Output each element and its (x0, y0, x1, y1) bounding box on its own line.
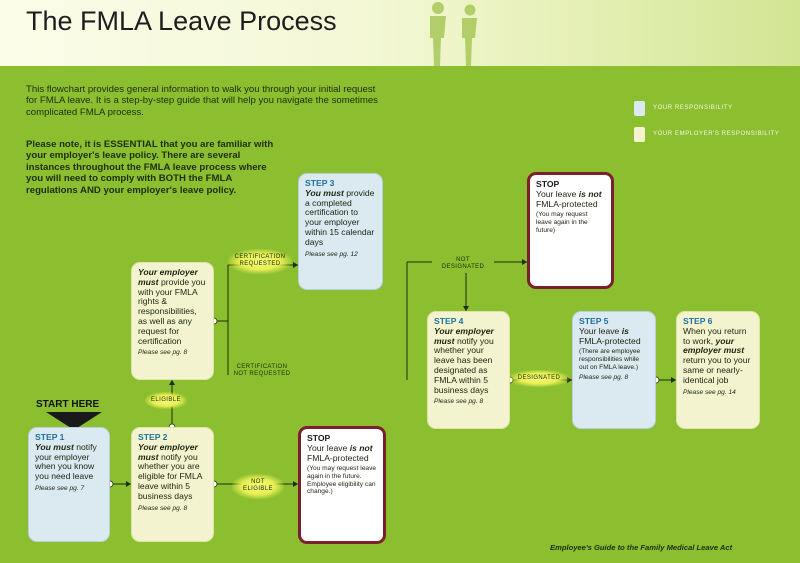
step-heading: STEP 5 (579, 316, 609, 326)
policy-note: Please note, it is ESSENTIAL that you ar… (26, 139, 274, 196)
stop-text: Your leave (307, 442, 348, 453)
legend-item-employer-responsibility: YOUR EMPLOYER'S RESPONSIBILITY (634, 126, 780, 142)
step-heading: STEP 1 (35, 432, 65, 442)
legend-swatch (634, 126, 645, 142)
label-certification-not-requested: CERTIFICATION NOT REQUESTED (232, 364, 292, 379)
step-4-box: STEP 4 Your employer must notify you whe… (427, 311, 510, 429)
header: The FMLA Leave Process (0, 0, 800, 66)
stop-note: (You may request leave again in the futu… (536, 211, 588, 234)
step-text: provide a completed certification to you… (305, 187, 375, 247)
intro-paragraph: This flowchart provides general informat… (26, 84, 378, 118)
stop-box-not-eligible: STOP Your leave is not FMLA-protected (Y… (298, 426, 386, 544)
legend-label: YOUR EMPLOYER'S RESPONSIBILITY (653, 131, 780, 137)
step-lead: You must (35, 441, 74, 452)
step-emphasis: is (621, 325, 629, 336)
step-lead: You must (305, 187, 344, 198)
footer-source: Employee's Guide to the Family Medical L… (550, 543, 733, 552)
step-heading: STEP 6 (683, 316, 713, 326)
page-reference: Please see pg. 8 (138, 349, 188, 357)
step-3-box: STEP 3 You must provide a completed cert… (298, 173, 383, 290)
start-here-label: START HERE (36, 399, 100, 410)
stop-text: FMLA-protected (307, 452, 369, 463)
step-text: notify you whether your leave has been d… (434, 335, 494, 395)
page-reference: Please see pg. 8 (434, 398, 484, 406)
page-reference: Please see pg. 8 (579, 374, 629, 382)
step-6-box: STEP 6 When you return to work, your emp… (676, 311, 760, 429)
page-reference: Please see pg. 8 (138, 504, 188, 512)
stop-emphasis: is not (578, 188, 602, 199)
page-title: The FMLA Leave Process (26, 6, 337, 36)
step-2-box: STEP 2 Your employer must notify you whe… (131, 427, 214, 542)
label-certification-requested: CERTIFICATION REQUESTED (228, 249, 292, 274)
stop-emphasis: is not (349, 442, 373, 453)
stop-heading: STOP (307, 433, 331, 443)
stop-note: (You may request leave again in the futu… (307, 465, 377, 496)
label-not-designated: NOT DESIGNATED (432, 256, 494, 273)
people-figures-icon (430, 2, 477, 66)
step-lead: your employer must (683, 335, 745, 356)
page-reference: Please see pg. 12 (305, 250, 358, 258)
start-arrow-icon (46, 412, 102, 430)
label-eligible: ELIGIBLE (145, 392, 187, 410)
step-lead: Your employer must (138, 267, 198, 287)
stop-text: Your leave (536, 188, 577, 199)
step-text: notify your employer when you know you n… (35, 441, 97, 482)
step-lead: Your employer must (138, 441, 198, 462)
stop-heading: STOP (536, 179, 560, 189)
step-text: Your leave (579, 325, 620, 336)
legend-item-your-responsibility: YOUR RESPONSIBILITY (634, 100, 733, 116)
employer-notice-box: Your employer must provide you with your… (131, 262, 214, 380)
step-text: When you return to work, (683, 325, 747, 346)
stop-text: FMLA-protected (536, 198, 598, 209)
step-text: provide you with your FMLA rights & resp… (138, 276, 206, 346)
step-text: return you to your same or nearly-identi… (683, 355, 751, 385)
page-reference: Please see pg. 7 (35, 484, 85, 492)
step-heading: STEP 3 (305, 178, 335, 188)
step-lead: Your employer must (434, 325, 494, 346)
step-5-box: STEP 5 Your leave is FMLA-protected (The… (572, 311, 656, 429)
step-heading: STEP 4 (434, 316, 464, 326)
step-text: notify you whether you are eligible for … (138, 451, 203, 501)
legend-label: YOUR RESPONSIBILITY (653, 105, 733, 111)
step-1-box: STEP 1 You must notify your employer whe… (28, 427, 110, 542)
page-reference: Please see pg. 14 (683, 388, 736, 396)
legend-swatch (634, 100, 645, 116)
step-heading: STEP 2 (138, 432, 168, 442)
label-designated: DESIGNATED (509, 370, 569, 388)
step-text: FMLA-protected (579, 335, 641, 346)
step-note: (There are employee responsibilities whi… (579, 348, 641, 371)
stop-box-not-designated: STOP Your leave is not FMLA-protected (Y… (527, 172, 614, 289)
label-not-eligible: NOT ELIGIBLE (232, 474, 284, 499)
